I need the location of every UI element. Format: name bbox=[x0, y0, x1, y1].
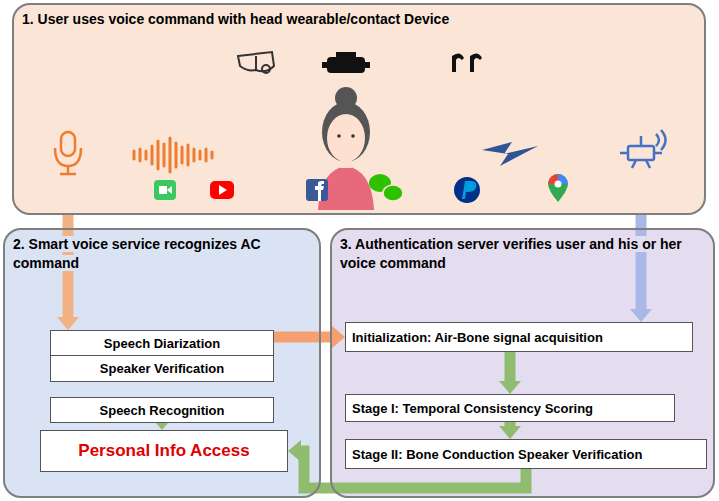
arrow-head bbox=[499, 381, 521, 394]
arrow-head bbox=[630, 309, 652, 322]
arrow-shaft bbox=[505, 352, 516, 382]
box-label: Personal Info Access bbox=[78, 441, 249, 461]
panel-title-text: 2. Smart voice service recognizes AC com… bbox=[13, 236, 261, 271]
earbuds-icon bbox=[452, 53, 482, 72]
panel-fill bbox=[330, 228, 715, 498]
process-box: Personal Info Access bbox=[40, 430, 288, 472]
arrow-shaft bbox=[274, 332, 333, 343]
flow-arrow bbox=[630, 215, 652, 322]
panel-title: 2. Smart voice service recognizes AC com… bbox=[13, 235, 275, 273]
waveform-icon bbox=[134, 138, 212, 172]
box-label: Stage I: Temporal Consistency Scoring bbox=[352, 401, 593, 416]
panel-title: 3. Authentication server verifies user a… bbox=[340, 235, 696, 273]
process-box: Initialization: Air-Bone signal acquisit… bbox=[345, 322, 693, 352]
box-label: Stage II: Bone Conduction Speaker Verifi… bbox=[352, 447, 642, 462]
process-box: Stage I: Temporal Consistency Scoring bbox=[345, 394, 675, 422]
arrow-head bbox=[288, 440, 301, 462]
stage-panel: 2. Smart voice service recognizes AC com… bbox=[3, 228, 321, 498]
wireless-signal-icon bbox=[482, 142, 538, 166]
box-label: Speech Diarization bbox=[104, 336, 220, 351]
arrow-head bbox=[57, 317, 79, 330]
flow-arrow bbox=[499, 422, 521, 439]
flow-arrow bbox=[499, 352, 521, 394]
box-label: Speech Recognition bbox=[100, 403, 225, 418]
process-box: Stage II: Bone Conduction Speaker Verifi… bbox=[345, 439, 707, 469]
stage-panel: 3. Authentication server verifies user a… bbox=[330, 228, 715, 498]
box-label: Speaker Verification bbox=[100, 361, 224, 376]
box-label: Initialization: Air-Bone signal acquisit… bbox=[352, 330, 603, 345]
process-box: Speech Diarization bbox=[50, 330, 274, 356]
arrow-head bbox=[499, 426, 521, 439]
process-box: Speaker Verification bbox=[50, 355, 274, 382]
flow-arrow bbox=[57, 215, 79, 330]
panel-title-text: 3. Authentication server verifies user a… bbox=[340, 236, 682, 271]
panel-fill bbox=[3, 228, 321, 498]
arrow-head bbox=[332, 326, 345, 348]
router-icon bbox=[620, 130, 666, 168]
panel-title: 1. User uses voice command with head wea… bbox=[22, 10, 702, 29]
stage-panel: 1. User uses voice command with head wea… bbox=[12, 3, 706, 215]
microphone-icon bbox=[55, 132, 81, 174]
panel-fill bbox=[12, 3, 706, 215]
flow-arrow bbox=[274, 326, 345, 348]
panel-title-text: 1. User uses voice command with head wea… bbox=[22, 11, 449, 27]
vr-headset-icon bbox=[322, 52, 370, 73]
app-icons bbox=[154, 174, 568, 203]
smart-glasses-icon bbox=[238, 52, 274, 73]
process-box: Speech Recognition bbox=[50, 397, 274, 423]
